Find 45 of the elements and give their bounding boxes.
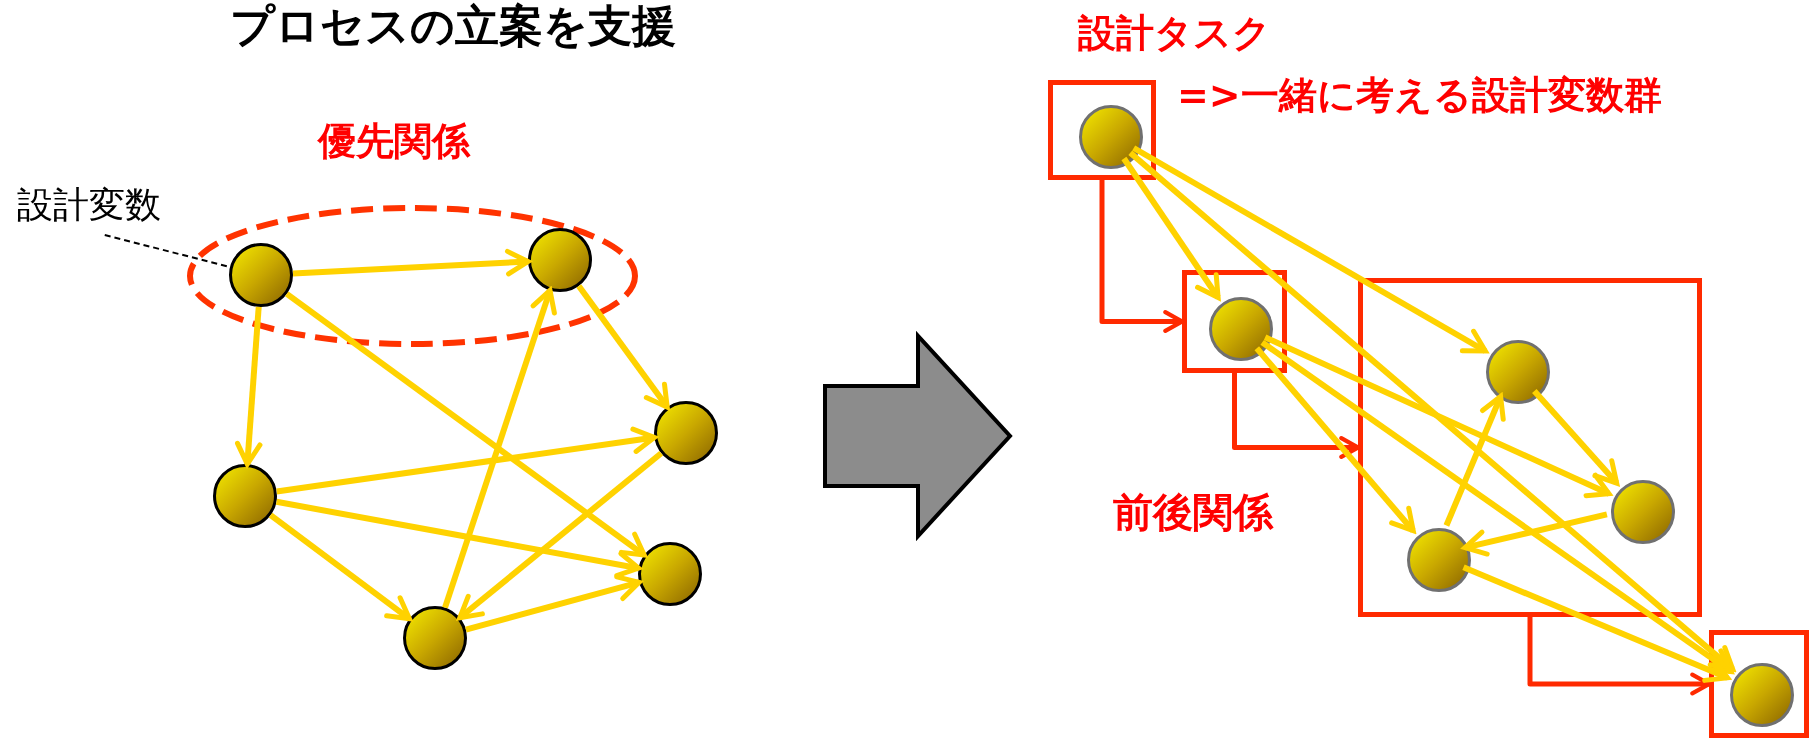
arrow (1263, 334, 1612, 499)
arrow (1132, 145, 1488, 354)
title: プロセスの立案を支援 (230, 4, 676, 48)
task-box (1358, 278, 1702, 617)
arrow (1254, 346, 1416, 534)
arrow (275, 498, 641, 579)
arrow (1443, 394, 1506, 527)
circle-node (403, 606, 467, 670)
arrow (1532, 388, 1620, 486)
circle-node (1209, 297, 1273, 361)
circle-node (528, 228, 592, 292)
circle-node (638, 542, 702, 606)
task-box (1048, 80, 1156, 180)
node-label: 設計変数 (17, 187, 161, 223)
annotation: =>一緒に考える設計変数群 (1177, 76, 1662, 114)
circle-node (1611, 480, 1675, 544)
arrow (1121, 156, 1221, 300)
arrow (1099, 180, 1185, 333)
arrow (1260, 339, 1734, 675)
task-box (1182, 270, 1287, 373)
arrow (576, 284, 670, 410)
circle-node (1079, 105, 1143, 169)
annotation: 設計タスク (1078, 14, 1271, 52)
arrow (1232, 373, 1361, 459)
arrow (1527, 617, 1712, 696)
circle-node (1730, 663, 1794, 727)
arrow (465, 574, 642, 633)
circle-node (1486, 340, 1550, 404)
task-box (1709, 630, 1809, 738)
group-label: 優先関係 (318, 122, 470, 160)
arrow (292, 248, 531, 277)
arrow (285, 291, 647, 558)
arrow (268, 512, 412, 622)
arrow (235, 306, 263, 467)
arrow (457, 450, 664, 621)
circle-node (1407, 528, 1471, 592)
arrow (1462, 511, 1608, 557)
circle-node (213, 464, 277, 528)
arrow (276, 426, 657, 495)
circle-node (229, 243, 293, 307)
arrow (1462, 564, 1730, 683)
arrow (1128, 150, 1736, 672)
annotation: 前後関係 (1113, 492, 1273, 532)
circle-node (654, 401, 718, 465)
arrow (442, 287, 557, 609)
